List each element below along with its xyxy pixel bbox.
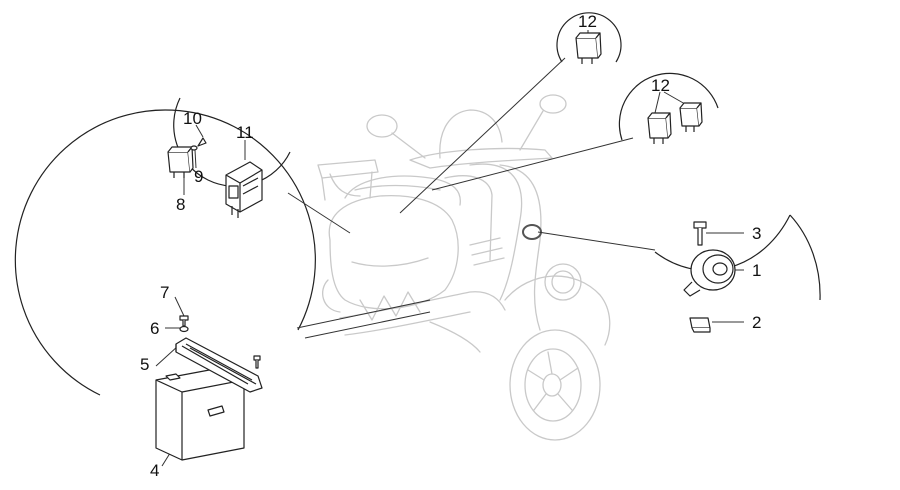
- horn-part-1: [683, 249, 736, 297]
- relay-top-part: [575, 32, 602, 64]
- leader-left-relay: [287, 192, 351, 234]
- callout-arc-top: [556, 12, 622, 63]
- strap-screw: [253, 355, 261, 369]
- part-number-4: 4: [150, 461, 159, 480]
- part-number-10: 10: [183, 109, 202, 128]
- leader-battery-upper: [296, 299, 431, 329]
- callout-circles: [14, 12, 821, 396]
- part-number-11: 11: [236, 123, 254, 142]
- leader-part-12-right-a: [654, 91, 661, 114]
- scooter-outline: [317, 94, 611, 441]
- part-number-9: 9: [194, 167, 203, 186]
- leader-part-9: [194, 149, 197, 169]
- battery-part-4: [155, 367, 245, 461]
- leader-part-5: [155, 345, 179, 367]
- part-number-12-top: 12: [578, 12, 597, 31]
- relay-left-part: [167, 146, 194, 178]
- part-number-1: 1: [752, 261, 761, 280]
- callout-arc-horn: [654, 214, 821, 301]
- part-number-8: 8: [176, 195, 185, 214]
- leader-part-7: [174, 296, 185, 317]
- relay-right-part-b: [679, 102, 703, 132]
- leader-right-relay: [431, 137, 634, 191]
- callout-arc-right-relay: [618, 72, 719, 141]
- bolt-part-3: [693, 221, 707, 246]
- leader-part-12-right-b: [663, 91, 686, 105]
- control-unit-part-11: [225, 161, 263, 218]
- part-number-7: 7: [160, 283, 169, 302]
- leader-battery-lower: [304, 311, 431, 339]
- screw-part-7: [179, 315, 189, 327]
- part-number-5: 5: [140, 355, 149, 374]
- screw-part-10: [197, 137, 207, 147]
- relay-right-part-a: [647, 112, 672, 144]
- leader-horn: [537, 231, 656, 251]
- part-number-2: 2: [752, 313, 761, 332]
- callout-arc-left-relay: [173, 97, 291, 187]
- callout-arc-battery: [14, 109, 316, 396]
- leader-part-10: [195, 124, 204, 138]
- part-number-6: 6: [150, 319, 159, 338]
- battery-strap-part-5: [175, 337, 263, 393]
- clip-nut-part-2: [689, 317, 711, 333]
- part-number-12-right: 12: [651, 76, 670, 95]
- washer-part-6: [179, 325, 189, 333]
- leader-top-relay: [399, 57, 566, 214]
- washer-part-9: [190, 145, 198, 151]
- part-number-3: 3: [752, 224, 761, 243]
